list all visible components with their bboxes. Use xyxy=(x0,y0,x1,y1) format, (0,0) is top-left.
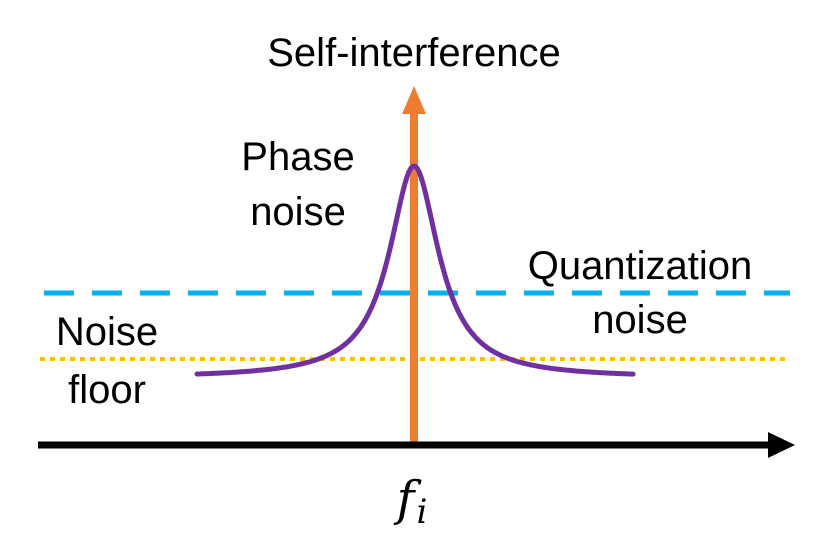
frequency-axis-arrowhead xyxy=(768,432,795,458)
phase-noise-label-line1: Phase xyxy=(241,135,354,179)
quantization-noise-label-line2: noise xyxy=(592,298,688,342)
quantization-noise-label-line1: Quantization xyxy=(528,244,753,288)
noise-floor-label-line1: Noise xyxy=(56,310,158,354)
self-interference-arrowhead xyxy=(402,86,426,114)
self-interference-label: Self-interference xyxy=(267,31,560,75)
noise-floor-label-line2: floor xyxy=(68,368,146,412)
phase-noise-label-line2: noise xyxy=(250,190,346,234)
frequency-label-subscript: i xyxy=(416,492,427,532)
phase-noise-curve xyxy=(194,163,636,377)
frequency-label: fi xyxy=(394,471,428,532)
